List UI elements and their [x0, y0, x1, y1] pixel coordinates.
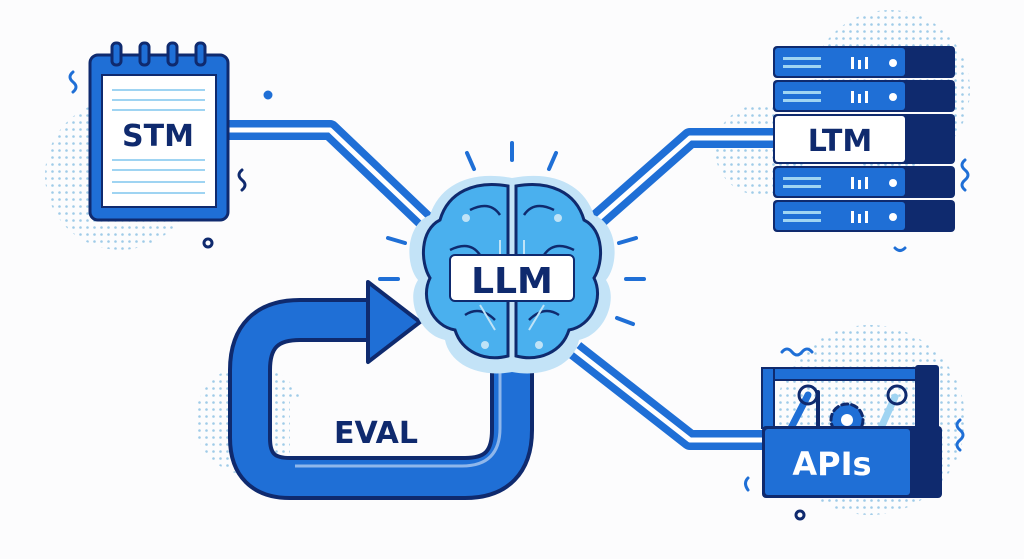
- ltm-label: LTM: [808, 124, 872, 159]
- stm-label: STM: [122, 119, 194, 154]
- ltm-server-icon: [773, 46, 955, 232]
- decorations: [68, 70, 970, 521]
- connector-ltm-llm: [573, 128, 776, 243]
- glow-rays-icon: [378, 141, 646, 326]
- llm-label: LLM: [471, 261, 553, 302]
- apis-toolbox-icon: [761, 365, 942, 498]
- llm-brain-icon: [378, 141, 646, 374]
- stm-notepad-icon: [88, 41, 230, 222]
- connector-stm-llm: [226, 120, 447, 243]
- connector-llm-apis: [568, 342, 765, 450]
- eval-label: EVAL: [334, 416, 418, 451]
- apis-label: APIs: [792, 445, 871, 483]
- eval-loop-arrow: [228, 280, 534, 500]
